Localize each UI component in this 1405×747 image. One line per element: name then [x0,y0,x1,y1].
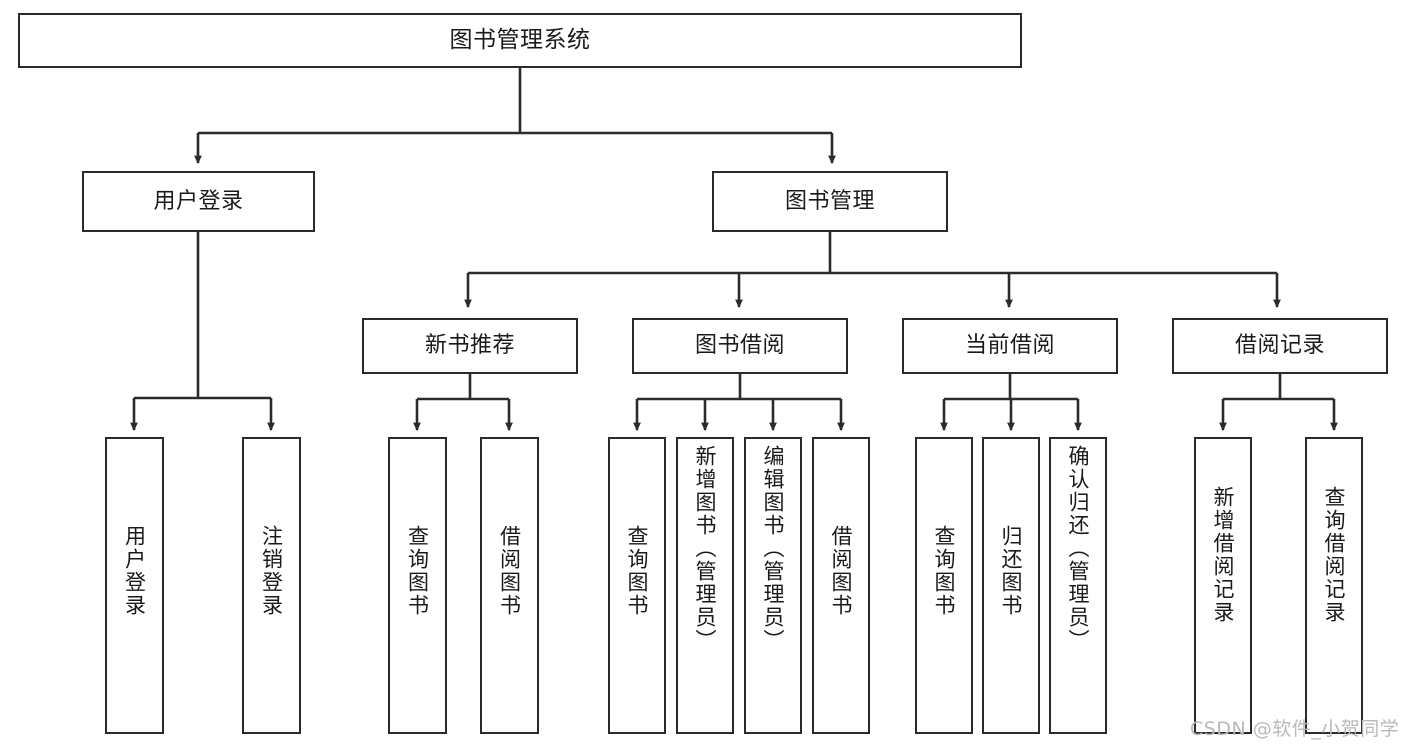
node-label: 用户登录 [122,525,147,617]
node-label: 查询图书 [405,525,430,617]
node-label: 当前借阅 [964,333,1055,359]
node-label: 新书推荐 [424,333,515,359]
node-label: 图书管理 [784,188,875,214]
node-label: 注销登录 [259,525,284,617]
node-label: 查询图书 [625,525,650,617]
node-new-book-recommend[interactable]: 新书推荐 [362,318,578,374]
node-current-borrow[interactable]: 当前借阅 [902,318,1118,374]
node-borrow-record[interactable]: 借阅记录 [1172,318,1388,374]
leaf-borrow-edit-book-admin[interactable]: 编辑图书（管理员） [744,437,802,734]
leaf-current-confirm-return-admin[interactable]: 确认归还（管理员） [1049,437,1107,734]
node-label: 借阅记录 [1234,333,1325,359]
leaf-borrow-add-book-admin[interactable]: 新增图书（管理员） [676,437,734,734]
node-label: 图书管理系统 [449,27,591,54]
node-label: 归还图书 [999,525,1024,617]
leaf-current-query-book[interactable]: 查询图书 [915,437,973,734]
node-label: 编辑图书（管理员） [761,445,786,652]
leaf-recommend-query-book[interactable]: 查询图书 [388,437,447,734]
node-label: 新增借阅记录 [1211,486,1236,624]
node-label: 查询借阅记录 [1322,486,1347,624]
node-user-login[interactable]: 用户登录 [82,171,315,232]
node-label: 借阅图书 [829,525,854,617]
leaf-current-return-book[interactable]: 归还图书 [982,437,1040,734]
node-label: 用户登录 [153,188,244,214]
node-label: 图书借阅 [694,333,785,359]
node-book-borrow[interactable]: 图书借阅 [632,318,848,374]
node-book-management[interactable]: 图书管理 [712,171,948,232]
leaf-borrow-query-book[interactable]: 查询图书 [608,437,666,734]
node-label: 借阅图书 [497,525,522,617]
node-label: 确认归还（管理员） [1066,445,1091,652]
leaf-borrow-borrow-book[interactable]: 借阅图书 [812,437,870,734]
leaf-record-add-record[interactable]: 新增借阅记录 [1194,437,1252,734]
node-root-system[interactable]: 图书管理系统 [18,13,1022,68]
watermark: CSDN @软件_小贺同学 [1190,718,1400,740]
node-label: 新增图书（管理员） [693,445,718,652]
leaf-user-login-login[interactable]: 用户登录 [105,437,164,734]
leaf-user-login-logout[interactable]: 注销登录 [242,437,301,734]
leaf-recommend-borrow-book[interactable]: 借阅图书 [480,437,539,734]
leaf-record-query-record[interactable]: 查询借阅记录 [1305,437,1363,734]
node-label: 查询图书 [932,525,957,617]
